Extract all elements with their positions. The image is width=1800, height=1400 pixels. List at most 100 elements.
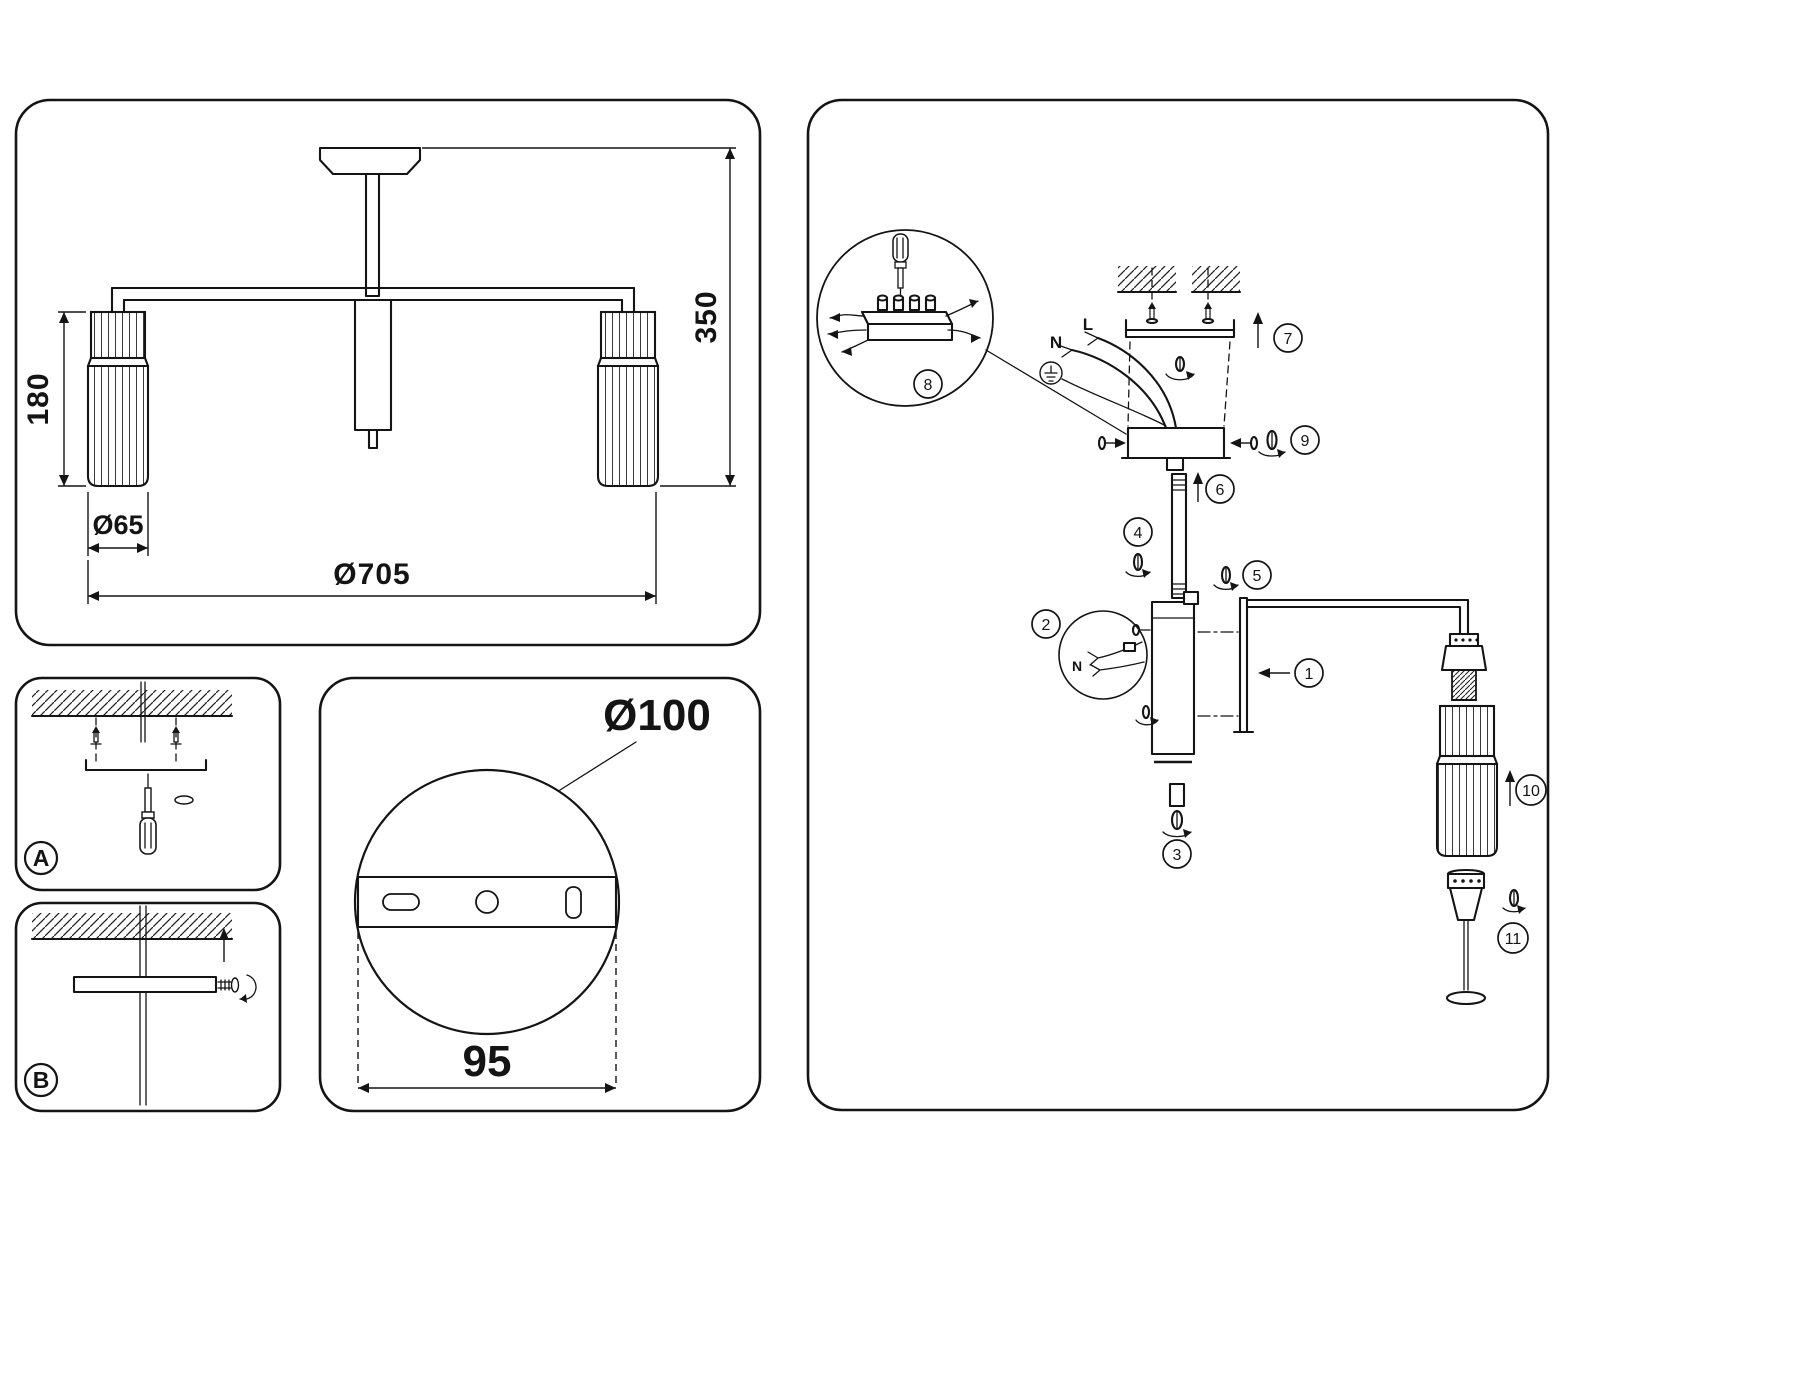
rod-assembly: 6 4 5 <box>1123 472 1272 600</box>
mounting-bracket-drawing <box>84 758 208 772</box>
anchor-screw-icon <box>1201 302 1215 325</box>
step-5-badge: 5 <box>1242 560 1272 590</box>
step-6-label: 6 <box>1216 482 1225 499</box>
arm-assembly: 1 <box>1232 596 1470 734</box>
center-pin-drawing <box>367 428 379 450</box>
shade-diameter-label: Ø65 <box>92 510 143 540</box>
overview-panel-border <box>14 98 762 647</box>
screwdriver-icon <box>892 233 909 299</box>
wire-neutral-label: N <box>1050 333 1062 352</box>
plate-circle-drawing <box>353 768 621 1036</box>
canopy-plate-drawing <box>72 975 218 994</box>
bottom-stub-assembly: 3 <box>1154 760 1192 869</box>
finial-assembly: 11 <box>1445 868 1529 1006</box>
side-screw-right <box>1230 435 1259 451</box>
left-shade-drawing <box>86 310 150 488</box>
hole-spacing-label: 95 <box>463 1037 512 1086</box>
projection-lines <box>1127 341 1231 427</box>
step-1-label: 1 <box>1305 666 1314 683</box>
screw-rotate-icon <box>1165 355 1195 381</box>
anchor-screw-icon <box>90 726 102 745</box>
screw-rotate-icon <box>1213 565 1239 591</box>
terminal-block-icon <box>860 294 954 342</box>
dimension-shade-diameter: Ø65 <box>87 492 149 556</box>
step-9-label: 9 <box>1301 433 1310 450</box>
step-8-label: 8 <box>924 377 933 394</box>
supply-wires: N L <box>1039 315 1178 430</box>
step-4-label: 4 <box>1134 525 1143 542</box>
step-4-badge: 4 <box>1123 517 1153 547</box>
step-11-label: 11 <box>1505 931 1522 948</box>
center-body-drawing <box>353 298 393 432</box>
terminal-screws <box>876 294 937 312</box>
assembly-ceiling <box>1116 266 1242 294</box>
arm-bends <box>110 286 636 314</box>
screwdriver-icon <box>139 773 157 855</box>
screw-guide-lines <box>95 717 177 767</box>
screw-rotate-icon <box>1135 704 1159 726</box>
dimension-fixture-height: 350 <box>422 147 736 487</box>
canopy-assembly: 9 <box>1097 425 1320 472</box>
lamp-socket-drawing <box>1440 632 1488 702</box>
wiring-detail-bubble: N <box>1058 610 1148 700</box>
center-hole <box>475 890 499 914</box>
arrow-left-icon <box>1258 668 1290 678</box>
mounting-plate-panel: Ø100 95 <box>318 676 762 1113</box>
step-3-label: 3 <box>1173 847 1182 864</box>
step-a-badge: A <box>23 840 59 876</box>
dimension-hole-spacing: 95 <box>357 932 617 1093</box>
shade-height-label: 180 <box>22 372 55 425</box>
step-1-badge: 1 <box>1294 658 1324 688</box>
pilot-rod <box>140 681 146 743</box>
plate-diameter-label: Ø100 <box>603 691 711 740</box>
ceiling-hatch <box>32 690 232 716</box>
screw-rotate-icon <box>1502 888 1526 914</box>
step-10-label: 10 <box>1522 783 1540 800</box>
wire-neutral-detail-label: N <box>1072 658 1082 674</box>
step-7-badge: 7 <box>1273 323 1303 353</box>
center-body-assembly: N 2 <box>1031 590 1239 756</box>
plate-panel-border <box>318 676 762 1113</box>
step-11-badge: 11 <box>1497 922 1529 954</box>
shade-drawing <box>1435 704 1499 858</box>
terminal-wires <box>827 299 981 356</box>
step-9-badge: 9 <box>1290 425 1320 455</box>
ceiling-lamp-front-view <box>86 146 660 488</box>
step-8-badge: 8 <box>913 369 943 399</box>
step-a-panel-border <box>14 676 282 892</box>
step-b-label: B <box>33 1067 50 1093</box>
stem-drawing <box>364 172 381 298</box>
step-6-badge: 6 <box>1205 474 1235 504</box>
leader-line <box>559 741 637 791</box>
step-3-badge: 3 <box>1162 839 1192 869</box>
slot-horizontal <box>382 893 420 911</box>
slot-vertical <box>565 886 582 919</box>
washer-icon <box>174 795 194 805</box>
socket-shade-assembly: 10 <box>1435 632 1547 858</box>
body-connector <box>1182 590 1200 606</box>
canopy-grommet <box>1165 456 1185 472</box>
mounting-bracket-drawing <box>1124 318 1236 339</box>
stem-lower <box>139 991 147 1106</box>
side-screw-icon <box>217 974 257 1003</box>
threaded-rod-upper <box>139 905 147 978</box>
wire-live-label: L <box>1083 315 1093 334</box>
step-2-badge: 2 <box>1031 609 1061 639</box>
step-a-panel: A <box>14 676 282 892</box>
overview-panel: 180 350 Ø65 Ø705 <box>14 98 762 647</box>
arrow-up-icon <box>219 928 229 962</box>
dimension-fixture-diameter: Ø705 <box>87 492 657 604</box>
ground-icon <box>1039 361 1063 385</box>
screw-rotate-icon <box>1125 552 1151 578</box>
step-b-panel: B <box>14 901 282 1113</box>
ceiling-hatch <box>32 913 232 939</box>
anchor-screw-icon <box>1145 302 1159 325</box>
bubble-leader-line <box>985 349 1127 435</box>
assembly-panel-border <box>806 98 1550 1112</box>
screw-rotate-icon <box>1258 429 1286 458</box>
canopy-drawing <box>318 146 422 176</box>
assembly-panel: 8 <box>806 98 1550 1112</box>
side-screw-left <box>1097 435 1126 451</box>
step-5-label: 5 <box>1253 568 1262 585</box>
